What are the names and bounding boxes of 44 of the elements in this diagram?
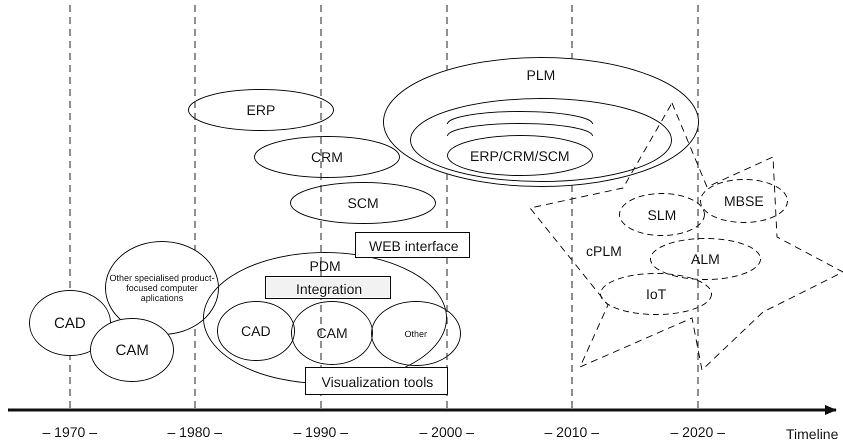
ellipse-node: [619, 193, 705, 236]
year-label: – 1990 –: [294, 424, 348, 440]
year-label: – 2020 –: [670, 424, 725, 440]
node-label: WEB interface: [369, 238, 458, 254]
node-label: ALM: [691, 251, 720, 268]
node-label: PDM: [310, 258, 341, 274]
year-label: – 2000 –: [420, 424, 474, 440]
node-label: cPLM: [586, 243, 622, 260]
node-label: Other specialised product-focused computer aplications: [108, 272, 216, 304]
node-label: CRM: [311, 149, 343, 166]
ellipse-node: [188, 89, 334, 131]
node-label: IoT: [646, 286, 666, 302]
axis-title: Timeline: [786, 426, 838, 442]
node-label: Other: [404, 328, 428, 339]
ellipse-node: [600, 273, 712, 315]
ellipse-node: [29, 290, 111, 356]
ellipse-node: [254, 136, 400, 178]
node-label: SLM: [648, 206, 676, 223]
ellipse-node: [290, 182, 436, 224]
ellipse-node: [90, 318, 174, 382]
process-box: [305, 367, 448, 395]
node-label: CAM: [116, 342, 149, 359]
node-label: MBSE: [724, 193, 764, 210]
node-label: ERP: [246, 102, 276, 118]
ellipse-node: [650, 238, 761, 280]
node-label: SCM: [348, 195, 379, 212]
node-label: CAD: [54, 314, 86, 332]
ellipse-node: [371, 301, 461, 366]
process-box: [355, 232, 470, 258]
node-label: Visualization tools: [322, 374, 434, 390]
node-label: CAM: [316, 325, 348, 342]
ellipse-node: [410, 98, 672, 182]
ellipse-node: [383, 57, 699, 187]
year-label: – 2010 –: [544, 424, 599, 440]
ellipse-node: [217, 301, 295, 361]
ellipse-node: [291, 301, 373, 365]
node-label: ERP/CRM/SCM: [470, 148, 570, 164]
ellipse-node: [700, 179, 788, 223]
node-label: Integration: [296, 280, 362, 297]
node-label: PLM: [526, 67, 556, 84]
process-box: [265, 276, 391, 299]
node-label: CAD: [241, 323, 271, 340]
year-label: – 1980 –: [168, 424, 222, 440]
year-label: – 1970 –: [42, 424, 97, 440]
